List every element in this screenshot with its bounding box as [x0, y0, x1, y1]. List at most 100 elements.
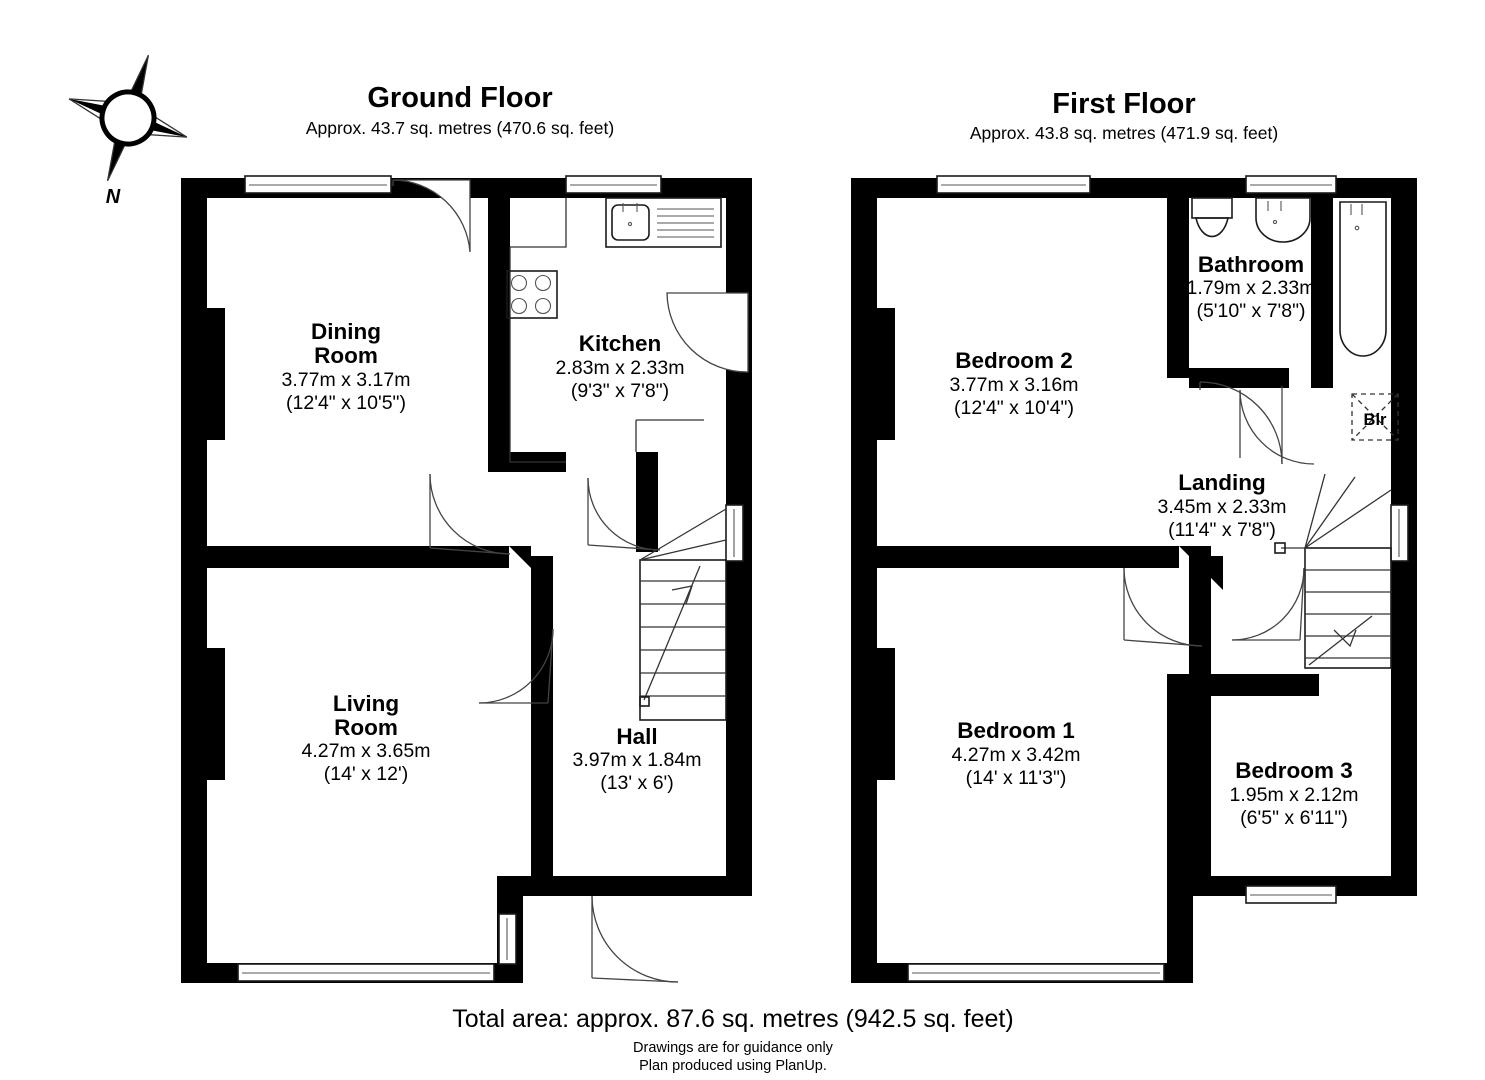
door-dining[interactable] [392, 179, 471, 253]
svg-text:(14' x 12'): (14' x 12') [324, 763, 408, 785]
wall-dining-living [196, 546, 509, 568]
label-bedroom-3: Bedroom 3 1.95m x 2.12m (6'5" x 6'11") [1230, 758, 1359, 829]
ground-floor-doors [392, 179, 749, 983]
staircase-first [1274, 473, 1392, 669]
svg-text:Bedroom 3: Bedroom 3 [1235, 758, 1353, 783]
bathroom-fixtures [1191, 197, 1387, 357]
door-front[interactable] [591, 895, 679, 983]
door-bedroom-1[interactable] [1231, 567, 1305, 641]
wall-dining-kitchen [488, 190, 510, 472]
window-bed3-bottom [1245, 885, 1337, 904]
stair-newel-post [639, 696, 650, 707]
svg-text:2.83m x 2.33m: 2.83m x 2.33m [556, 357, 685, 379]
first-floor-windows [907, 175, 1409, 982]
ground-floor-subtitle: Approx. 43.7 sq. metres (470.6 sq. feet) [306, 118, 614, 138]
sink-drainer-icon [657, 208, 714, 238]
label-bathroom: Bathroom 1.79m x 2.33m (5'10" x 7'8") [1187, 252, 1316, 322]
wall-hall-upper-stub [636, 452, 658, 552]
chimney-breast-dining [181, 308, 225, 440]
window-landing-right [1390, 504, 1409, 562]
window-kitchen-top [565, 175, 662, 194]
svg-text:(5'10" x 7'8"): (5'10" x 7'8") [1196, 300, 1305, 322]
window-dining-top [244, 175, 392, 194]
svg-text:Room: Room [314, 343, 378, 368]
wall-bed1-bed3-vert [1167, 674, 1211, 896]
sink-bowl-icon [611, 204, 650, 241]
svg-text:Room: Room [334, 715, 398, 740]
first-floor-subtitle: Approx. 43.8 sq. metres (471.9 sq. feet) [970, 123, 1278, 143]
total-area-text: Total area: approx. 87.6 sq. metres (942… [452, 1005, 1013, 1033]
ground-floor-title: Ground Floor [367, 82, 552, 114]
wall-bathroom-bottom [1189, 368, 1289, 388]
first-floor-doors [1123, 381, 1315, 647]
wall-joint-bed1-landing [1179, 546, 1223, 590]
svg-text:(11'4" x 7'8"): (11'4" x 7'8") [1168, 519, 1276, 541]
label-landing: Landing 3.45m x 2.33m (11'4" x 7'8") [1158, 470, 1287, 541]
compass-rose [68, 54, 188, 182]
label-bedroom-2: Bedroom 2 3.77m x 3.16m (12'4" x 10'4") [950, 348, 1079, 419]
kitchen-fixtures [506, 197, 722, 463]
door-kitchen[interactable] [666, 292, 749, 373]
stair-newel-post-first [1274, 542, 1286, 554]
window-bed1-bottom [907, 963, 1165, 982]
door-kitchen-hall[interactable] [587, 477, 661, 551]
chimney-breast-living [181, 648, 225, 780]
window-hall-right [725, 504, 744, 562]
svg-text:(12'4" x 10'5"): (12'4" x 10'5") [286, 392, 406, 414]
wash-basin-icon [1255, 197, 1311, 243]
window-porch-left [498, 913, 517, 965]
wall-ground-bottom-hall [497, 876, 726, 896]
compass-hub-circle [99, 89, 157, 147]
wall-hall-living [531, 556, 553, 896]
svg-text:Landing: Landing [1178, 470, 1265, 495]
svg-text:3.45m x 2.33m: 3.45m x 2.33m [1158, 496, 1287, 518]
label-kitchen: Kitchen 2.83m x 2.33m (9'3" x 7'8") [556, 331, 685, 402]
window-bathroom-top [1245, 175, 1337, 194]
disclaimer-line-2: Plan produced using PlanUp. [639, 1058, 827, 1074]
svg-text:(14' x 11'3"): (14' x 11'3") [966, 767, 1067, 789]
svg-text:Dining: Dining [311, 319, 381, 344]
svg-text:3.77m x 3.17m: 3.77m x 3.17m [282, 369, 411, 391]
wall-bed2-bathroom [1167, 190, 1189, 378]
svg-text:4.27m x 3.42m: 4.27m x 3.42m [952, 744, 1081, 766]
door-dining-hall[interactable] [429, 473, 511, 555]
svg-text:1.95m x 2.12m: 1.95m x 2.12m [1230, 784, 1359, 806]
wall-bathroom-right [1311, 190, 1333, 388]
label-bedroom-1: Bedroom 1 4.27m x 3.42m (14' x 11'3") [952, 718, 1081, 789]
door-boiler-cupboard[interactable] [1239, 389, 1315, 465]
wall-bed2-landing [866, 546, 1179, 568]
label-dining-room: Dining Room 3.77m x 3.17m (12'4" x 10'5"… [282, 319, 411, 414]
wc-icon [1191, 197, 1233, 238]
svg-text:Kitchen: Kitchen [579, 331, 662, 356]
door-living[interactable] [478, 628, 554, 704]
boiler-label: Blr [1364, 411, 1388, 429]
kitchen-counter-top [510, 198, 567, 248]
wall-first-left [851, 178, 877, 983]
svg-text:Bedroom 1: Bedroom 1 [957, 718, 1075, 743]
svg-text:1.79m x 2.33m: 1.79m x 2.33m [1187, 277, 1316, 299]
window-bed2-top [936, 175, 1091, 194]
svg-text:Living: Living [333, 691, 399, 716]
ground-floor-windows [237, 175, 744, 982]
svg-text:Bathroom: Bathroom [1198, 252, 1304, 277]
ground-floor-plan: Dining Room 3.77m x 3.17m (12'4" x 10'5"… [181, 175, 752, 983]
bath-tub-icon [1339, 201, 1387, 357]
svg-text:Hall: Hall [616, 724, 657, 749]
label-living-room: Living Room 4.27m x 3.65m (14' x 12') [302, 691, 431, 785]
svg-text:(6'5" x 6'11"): (6'5" x 6'11") [1240, 807, 1348, 829]
wall-landing-bed3 [1189, 546, 1211, 696]
kitchen-counter-sink-run [605, 197, 722, 248]
understair-cupboard [635, 419, 704, 452]
door-bathroom[interactable] [1199, 381, 1283, 465]
door-bedroom-2[interactable] [1123, 567, 1203, 647]
svg-text:(13' x 6'): (13' x 6') [600, 772, 674, 794]
wall-ground-left [181, 178, 207, 983]
stair-down-arrow [1308, 615, 1373, 666]
first-floor-title: First Floor [1052, 88, 1195, 120]
chimney-breast-bed2 [851, 308, 895, 440]
disclaimer-line-1: Drawings are for guidance only [633, 1040, 834, 1056]
window-living-bottom [237, 963, 495, 982]
boiler-cupboard: Blr [1351, 393, 1399, 441]
